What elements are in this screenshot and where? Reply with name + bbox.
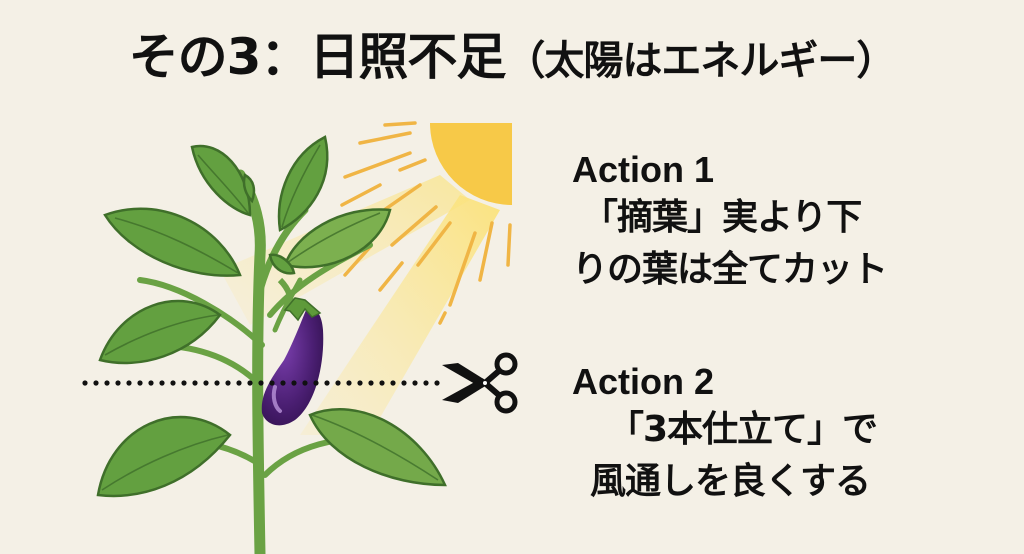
action-1-line-1: 「摘葉」実より下	[582, 197, 862, 238]
scissors-icon	[442, 352, 518, 414]
eggplant-fruit	[261, 277, 324, 426]
action-1: Action 1 「摘葉」実より下 りの葉は全てカット	[572, 148, 888, 296]
action-1-label: Action 1	[572, 149, 715, 190]
page-title: その3：日照不足（太陽はエネルギー）	[0, 22, 1024, 96]
action-2-label: Action 2	[572, 361, 715, 402]
action-2-line-1: 「3本仕立て」で	[608, 409, 878, 450]
action-2: Action 2 「3本仕立て」で 風通しを良くする	[572, 360, 878, 508]
title-main: その3：日照不足	[128, 28, 507, 86]
sun-icon	[310, 121, 512, 325]
action-1-line-2: りの葉は全てカット	[572, 249, 888, 290]
action-2-line-2: 風通しを良くする	[590, 461, 871, 502]
dotted-cut-line	[82, 380, 440, 386]
eggplant-plant-illustration	[82, 121, 518, 554]
title-sub: （太陽はエネルギー）	[505, 38, 896, 84]
